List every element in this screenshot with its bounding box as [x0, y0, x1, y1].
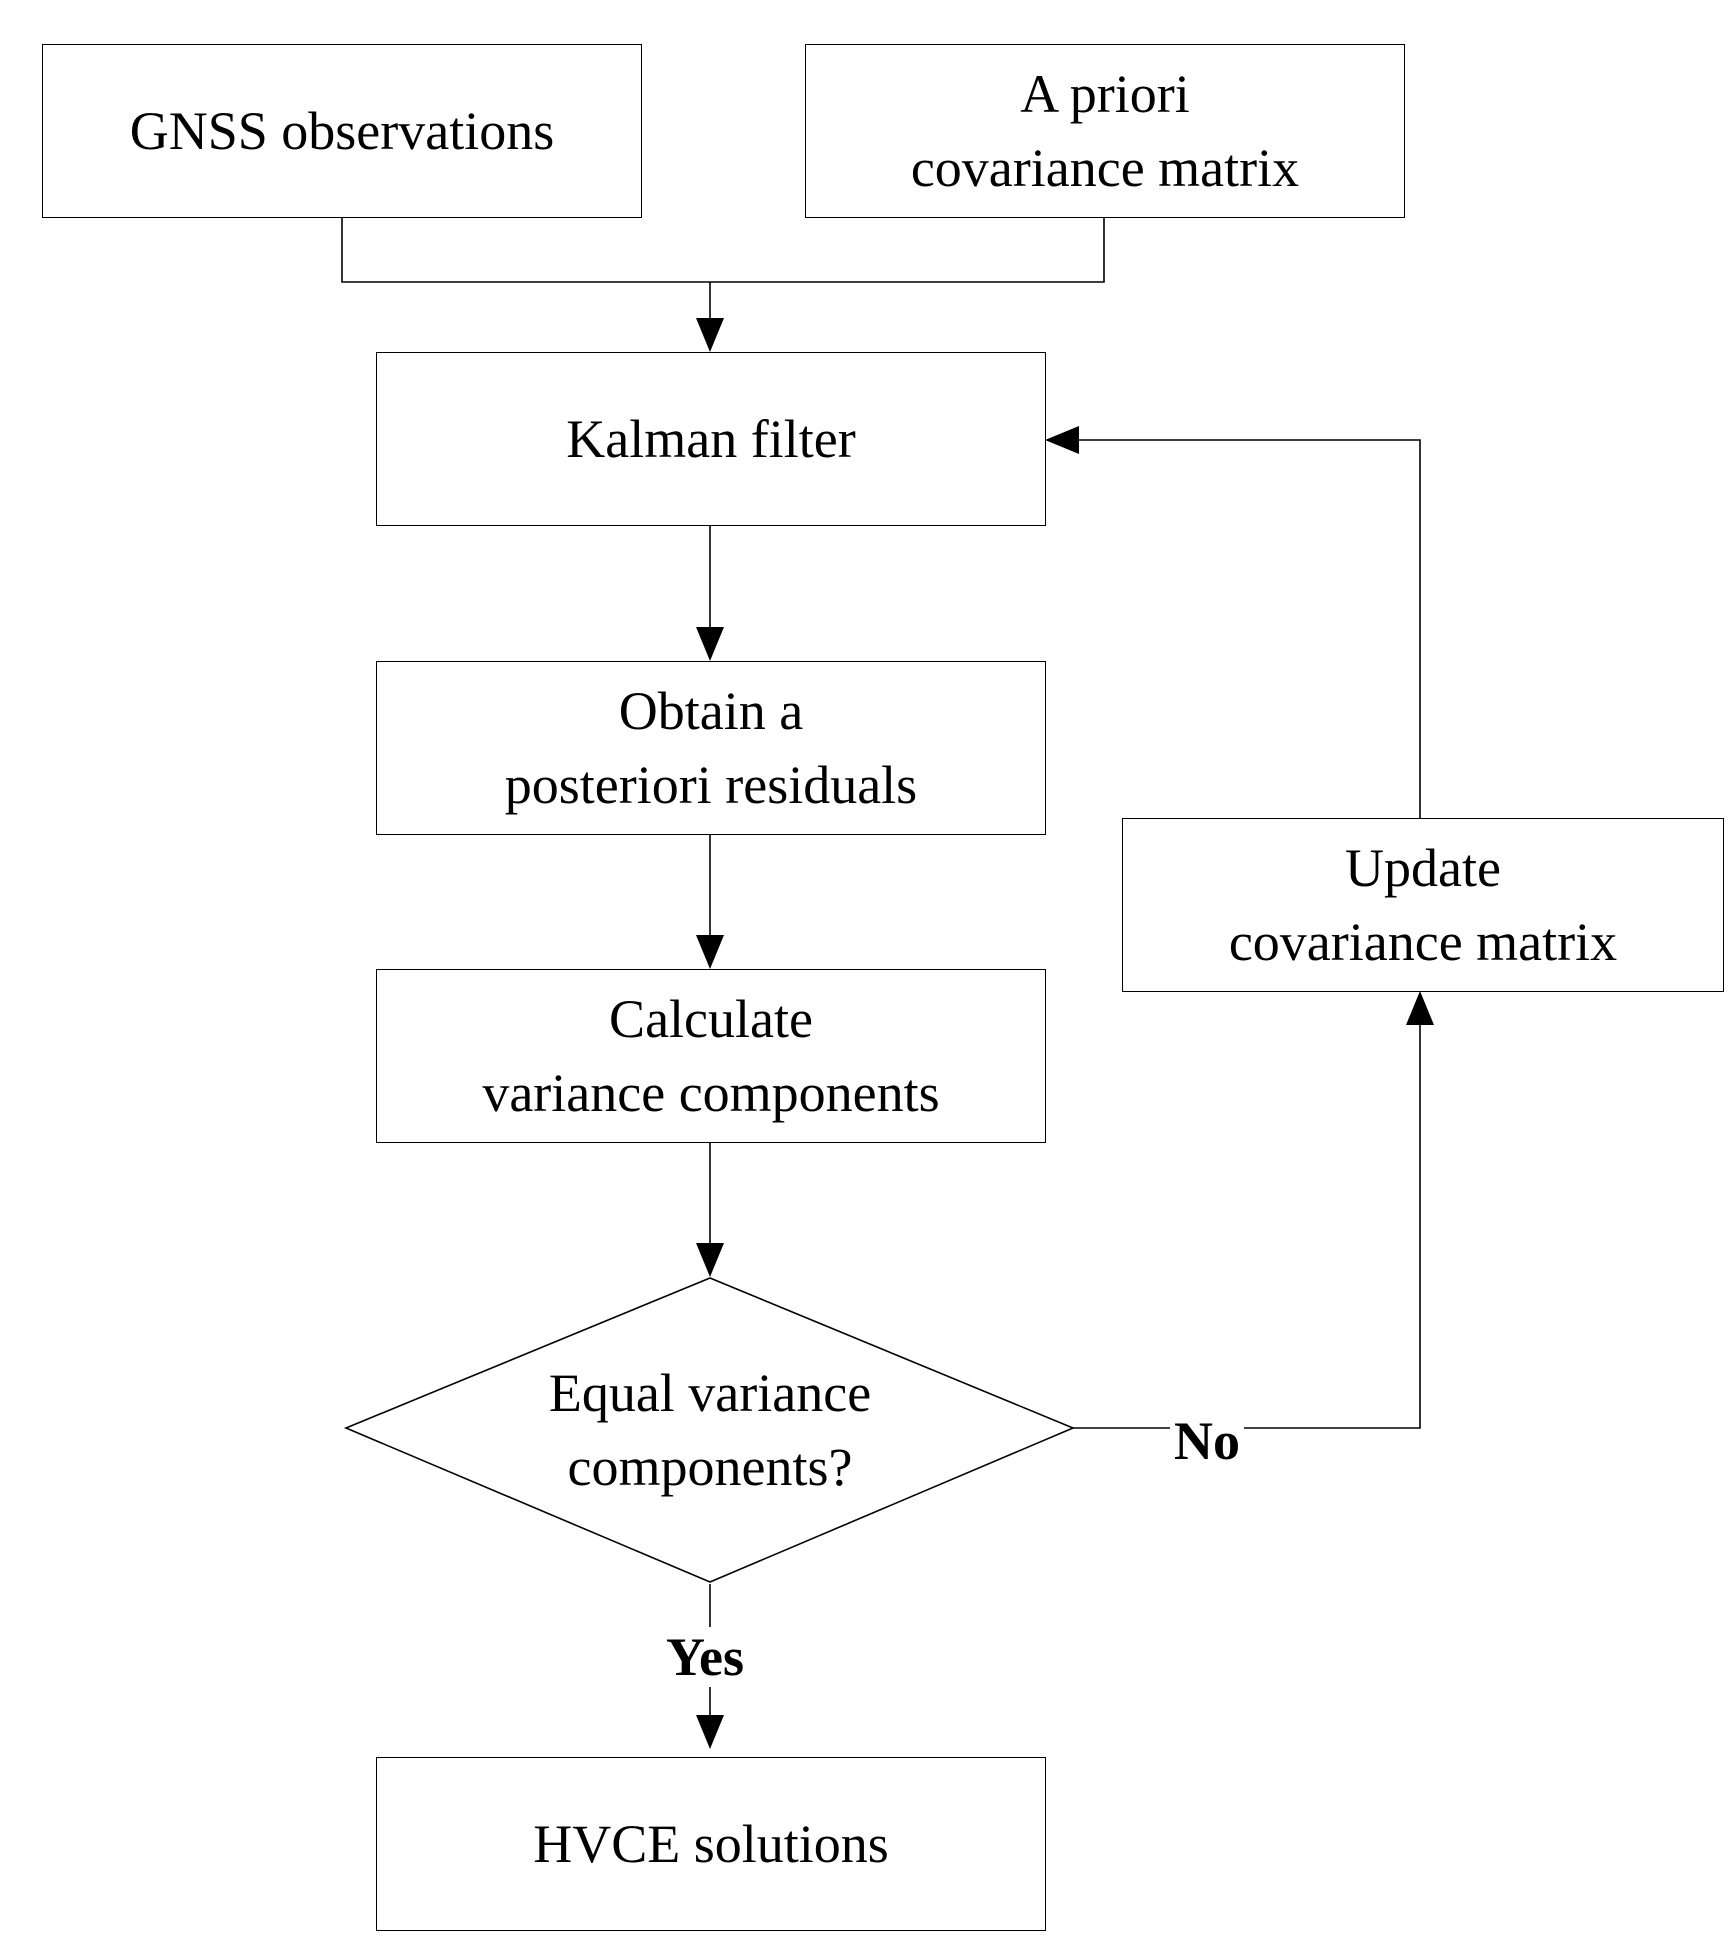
hvce-solutions-box: HVCE solutions [376, 1757, 1046, 1931]
update-label-line2: covariance matrix [1228, 912, 1618, 972]
no-branch-label: No [1170, 1411, 1244, 1471]
update-covariance-box: Update covariance matrix [1122, 818, 1724, 992]
a-priori-covariance-box: A priori covariance matrix [805, 44, 1405, 218]
arrowhead-to-residuals [696, 627, 724, 661]
a-priori-label-line1: A priori [1020, 64, 1190, 124]
arrowhead-to-decision [696, 1243, 724, 1277]
arrowhead-from-update-to-kalman [1045, 426, 1079, 454]
kalman-filter-box: Kalman filter [376, 352, 1046, 526]
calculate-label-line1: Calculate [609, 989, 813, 1049]
a-priori-label-line2: covariance matrix [910, 138, 1300, 198]
connector-decision-to-update [1073, 1020, 1421, 1429]
connector-update-to-kalman [1072, 439, 1421, 820]
decision-label-line2: components? [567, 1437, 853, 1497]
hvce-solutions-label: HVCE solutions [533, 1814, 889, 1874]
gnss-observations-label: GNSS observations [129, 101, 555, 161]
residuals-label-line2: posteriori residuals [504, 755, 918, 815]
arrowhead-to-calculate [696, 935, 724, 969]
decision-text: Equal variance components? [460, 1356, 960, 1504]
update-label-line1: Update [1345, 838, 1501, 898]
arrowhead-to-update [1406, 991, 1434, 1025]
residuals-label-line1: Obtain a [618, 681, 804, 741]
yes-branch-label: Yes [662, 1627, 748, 1687]
kalman-filter-label: Kalman filter [566, 409, 856, 469]
arrowhead-to-kalman [696, 318, 724, 352]
calculate-label-line2: variance components [482, 1063, 940, 1123]
connector-gnss-merge [341, 218, 1105, 283]
decision-diamond [343, 1277, 1076, 1583]
gnss-observations-box: GNSS observations [42, 44, 642, 218]
posteriori-residuals-box: Obtain a posteriori residuals [376, 661, 1046, 835]
arrowhead-to-hvce [696, 1715, 724, 1749]
calculate-variance-box: Calculate variance components [376, 969, 1046, 1143]
decision-label-line1: Equal variance [548, 1363, 872, 1423]
